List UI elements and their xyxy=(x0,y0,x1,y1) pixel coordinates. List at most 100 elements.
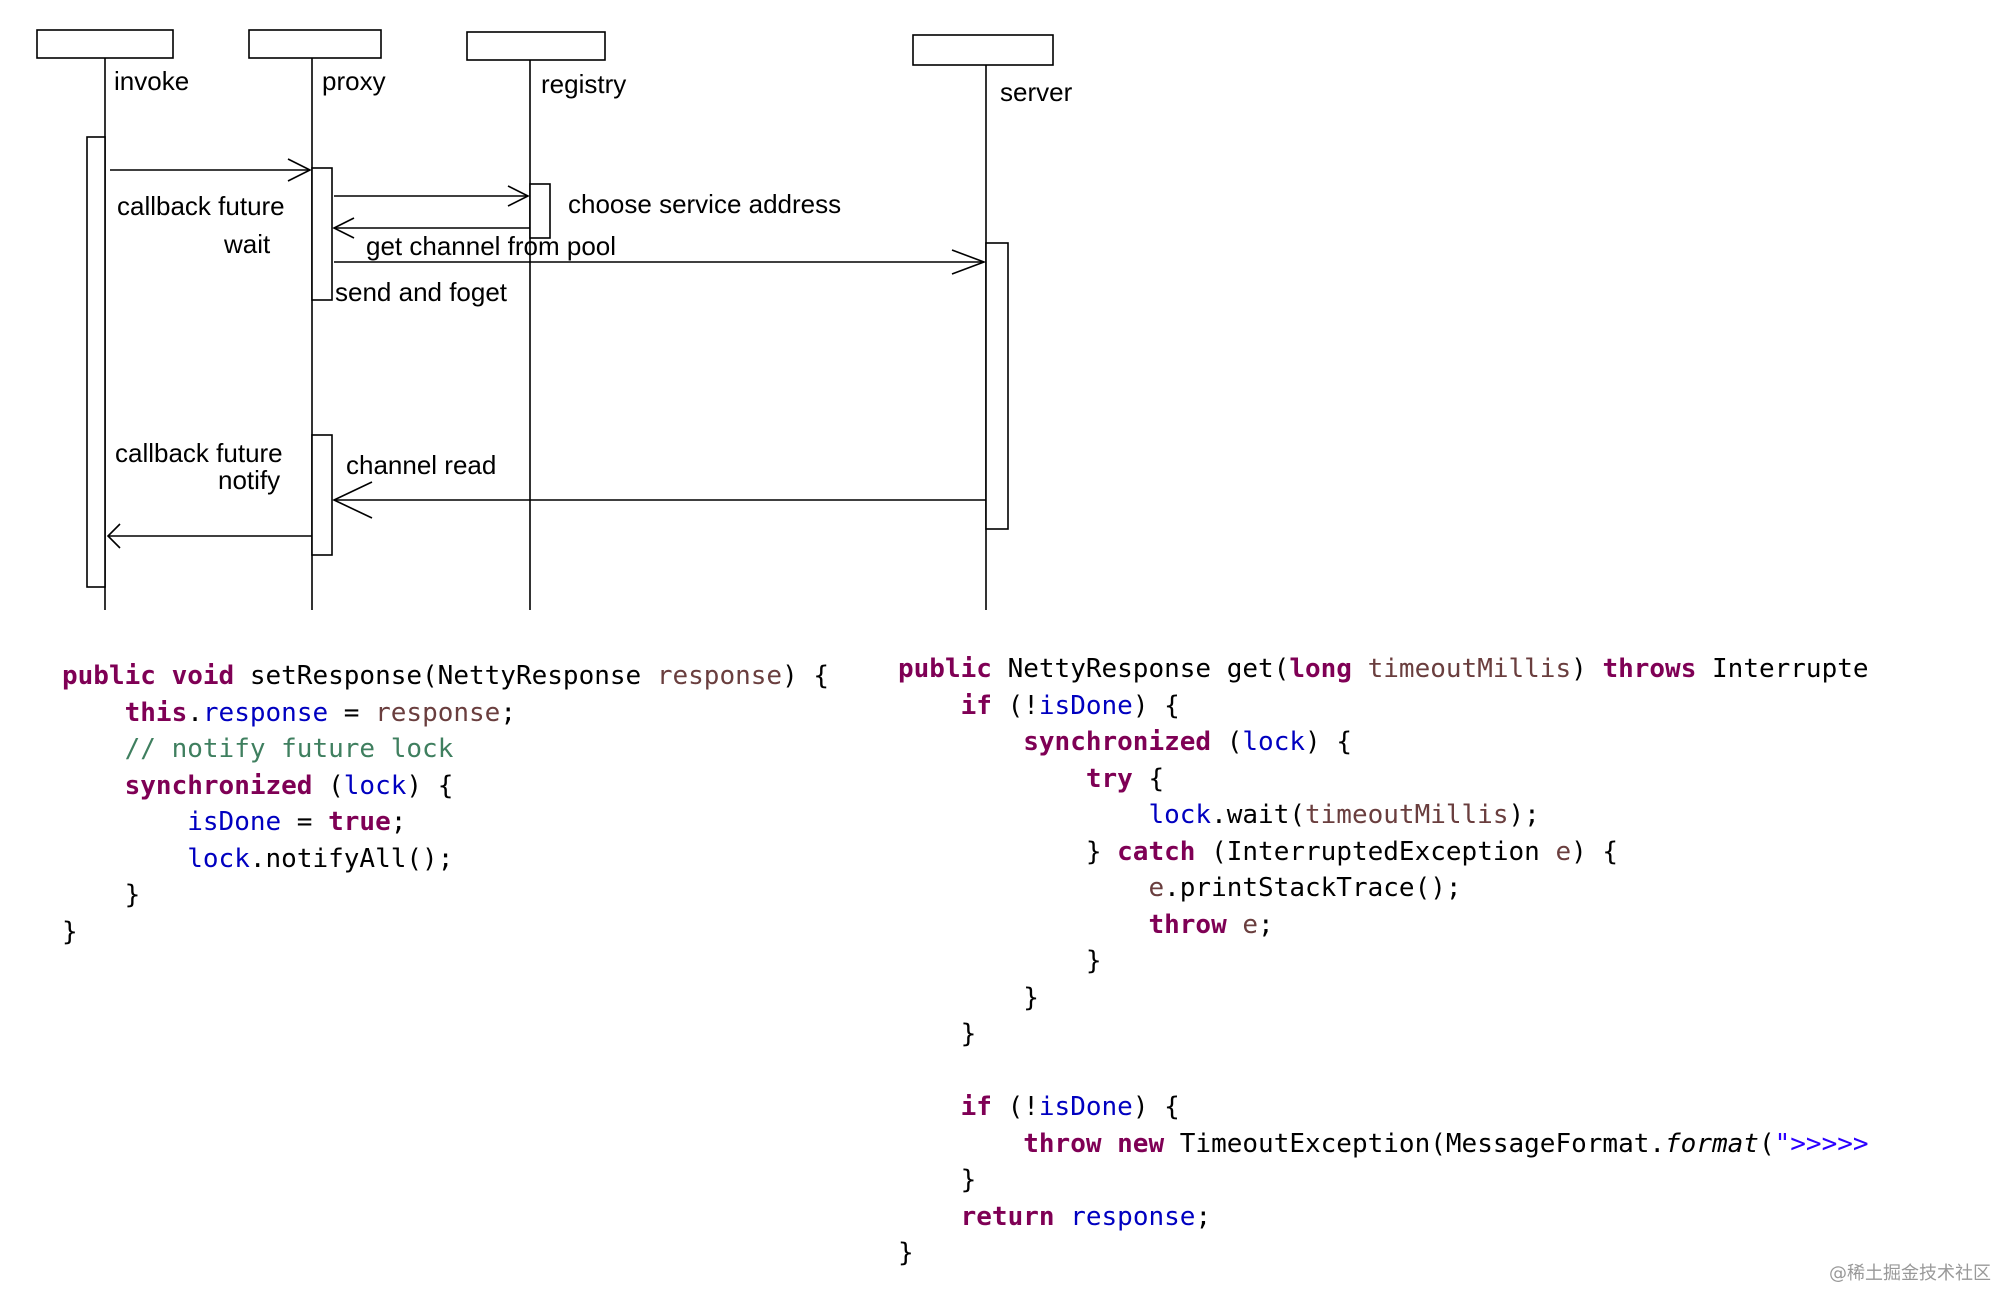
code-token: setResponse(NettyResponse xyxy=(249,661,657,691)
code-token: e xyxy=(1242,909,1259,940)
code-token: isDone xyxy=(1038,690,1133,721)
code-token: lock xyxy=(1148,800,1212,830)
code-token: lock xyxy=(343,770,407,801)
activation-server xyxy=(985,242,1009,530)
arrowhead-proxy-to-registry xyxy=(507,185,530,207)
code-token: ) { xyxy=(1132,690,1180,721)
code-token xyxy=(1055,1202,1071,1232)
code-line: e.printStackTrace(); xyxy=(898,870,1894,907)
participant-label-server: server xyxy=(1000,77,1073,107)
code-token: if xyxy=(960,690,992,721)
code-token: } xyxy=(898,982,1039,1013)
sequence-diagram: invoke proxy registry server callback fu… xyxy=(36,29,1073,610)
message-label-send-and-forget: send and foget xyxy=(335,277,508,307)
code-line: } xyxy=(898,1235,1894,1272)
code-token: .notifyAll(); xyxy=(249,843,454,874)
code-token: true xyxy=(328,807,391,837)
code-token xyxy=(1352,654,1368,684)
code-token: e xyxy=(1555,836,1572,867)
code-token: response xyxy=(656,661,783,691)
participant-label-proxy: proxy xyxy=(322,66,386,96)
code-line: return response; xyxy=(898,1199,1894,1236)
code-token xyxy=(898,764,1086,794)
code-line: } xyxy=(62,877,882,914)
code-token: response xyxy=(375,697,501,728)
code-token: format xyxy=(1665,1128,1759,1159)
code-token: lock xyxy=(1242,727,1306,757)
code-token: isDone xyxy=(1038,1092,1133,1122)
code-token: } xyxy=(898,946,1102,976)
code-token: ) { xyxy=(406,770,454,801)
message-label-callback-future-wait-2: wait xyxy=(223,229,271,259)
activation-proxy-1 xyxy=(311,167,333,301)
code-token: try xyxy=(1085,763,1133,794)
code-token: timeoutMillis xyxy=(1305,800,1509,830)
code-token: ) { xyxy=(1305,727,1352,757)
code-token: .printStackTrace(); xyxy=(1164,873,1462,903)
code-token xyxy=(898,873,1148,903)
code-token: isDone xyxy=(187,807,282,837)
code-line: // notify future lock xyxy=(62,731,882,768)
code-line: this.response = response; xyxy=(62,695,882,732)
code-line: if (!isDone) { xyxy=(898,688,1894,725)
code-token: ( xyxy=(312,770,344,801)
code-token xyxy=(898,1202,961,1232)
code-token xyxy=(62,844,187,874)
code-token: ( xyxy=(1211,727,1243,757)
arrowhead-invoke-to-proxy xyxy=(287,158,312,182)
code-line: lock.notifyAll(); xyxy=(62,841,882,878)
code-token: throws xyxy=(1602,654,1697,684)
code-token: = xyxy=(328,697,376,728)
code-token: ; xyxy=(1195,1201,1212,1232)
code-token: this xyxy=(124,697,188,728)
code-line: synchronized (lock) { xyxy=(62,768,882,805)
code-token: ( xyxy=(1758,1128,1775,1159)
code-token: long xyxy=(1289,654,1352,684)
watermark: @稀土掘金技术社区 xyxy=(1829,1263,1991,1284)
code-token xyxy=(898,910,1148,940)
code-line: throw new TimeoutException(MessageFormat… xyxy=(898,1126,1894,1163)
code-line: } xyxy=(898,1016,1894,1053)
code-snippet-get: public NettyResponse get(long timeoutMil… xyxy=(898,651,1894,1272)
code-token: catch xyxy=(1117,836,1196,867)
code-line: isDone = true; xyxy=(62,804,882,841)
arrowhead-proxy-to-server xyxy=(951,249,987,275)
code-token: ); xyxy=(1508,800,1540,830)
activation-invoke xyxy=(86,136,106,588)
code-token: ; xyxy=(390,807,407,837)
code-line: } xyxy=(898,980,1894,1017)
code-token: TimeoutException(MessageFormat. xyxy=(1164,1128,1666,1159)
participant-box-server xyxy=(912,34,1054,66)
code-line: if (!isDone) { xyxy=(898,1089,1894,1126)
code-token: synchronized xyxy=(1023,727,1212,757)
code-token: } xyxy=(62,880,141,910)
participant-label-invoke: invoke xyxy=(114,66,189,96)
code-token: throw xyxy=(1148,909,1227,940)
message-label-callback-future-wait-1: callback future xyxy=(117,191,285,221)
code-token: lock xyxy=(187,843,250,874)
code-line: } catch (InterruptedException e) { xyxy=(898,834,1894,871)
message-label-callback-future-notify-1: callback future xyxy=(115,438,283,468)
code-token: // notify future lock xyxy=(124,734,454,764)
code-token: (InterruptedException xyxy=(1195,836,1556,867)
code-token: synchronized xyxy=(124,770,313,801)
code-token: ) { xyxy=(1132,1092,1180,1122)
activation-registry xyxy=(529,183,551,239)
code-token: e xyxy=(1148,873,1165,903)
code-token xyxy=(62,807,187,837)
code-token xyxy=(62,771,125,801)
code-token: ) { xyxy=(1571,836,1619,867)
code-token: . xyxy=(187,697,203,728)
activation-proxy-2 xyxy=(311,434,333,556)
code-token: public xyxy=(898,654,992,684)
code-token xyxy=(898,1129,1023,1159)
code-token: } xyxy=(898,836,1118,867)
code-token: } xyxy=(898,1019,977,1049)
code-token: response xyxy=(1070,1201,1196,1232)
participant-box-invoke xyxy=(36,29,174,59)
participant-label-registry: registry xyxy=(541,69,626,99)
code-token: ; xyxy=(500,697,516,728)
code-token: (! xyxy=(991,1092,1039,1122)
code-line: throw e; xyxy=(898,907,1894,944)
message-label-callback-future-notify-2: notify xyxy=(218,465,280,495)
